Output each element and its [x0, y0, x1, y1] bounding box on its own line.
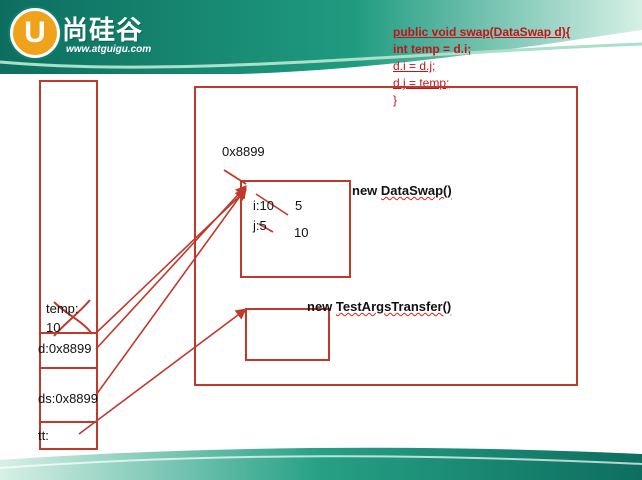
- strike-j: [258, 223, 274, 233]
- testargs-new-keyword: new: [307, 299, 333, 314]
- header-band: [0, 0, 642, 74]
- field-j-new: 10: [294, 225, 309, 240]
- stack-tt-label: tt:: [38, 428, 49, 443]
- dataswap-new-keyword: new: [352, 183, 378, 198]
- stack-frame: [39, 80, 98, 450]
- dataswap-object: [240, 180, 351, 278]
- arrow-d-to-object: [95, 185, 247, 350]
- stack-d-label: d:0x8899: [38, 341, 92, 356]
- testargs-title: new TestArgsTransfer(): [307, 299, 451, 314]
- logo-mark-icon: U: [10, 8, 60, 58]
- swap-method-code: public void swap(DataSwap d){ int temp =…: [393, 24, 570, 109]
- temp-cross-out: [53, 299, 93, 337]
- field-i-old: i:10: [253, 198, 274, 213]
- field-i-new: 5: [295, 198, 303, 213]
- code-line-2: int temp = d.i;: [393, 42, 472, 56]
- heap-address-label: 0x8899: [222, 144, 265, 159]
- address-tick: [223, 169, 247, 185]
- field-j-old: j:5: [253, 218, 267, 233]
- stack-temp-value: 10: [46, 320, 61, 335]
- dataswap-title: new DataSwap(): [352, 183, 452, 198]
- code-line-3: d.i = d.j;: [393, 59, 436, 73]
- code-line-5: }: [393, 93, 398, 107]
- dataswap-class-name: DataSwap(): [380, 183, 452, 198]
- arrow-ds-to-object: [95, 187, 247, 396]
- strike-i: [255, 193, 289, 216]
- logo-name: 尚硅谷: [62, 15, 144, 45]
- code-line-1: public void swap(DataSwap d){: [393, 25, 571, 39]
- brand-logo: U 尚硅谷 www.atguigu.com: [10, 8, 170, 64]
- logo-url: www.atguigu.com: [66, 44, 152, 55]
- footer-band: [0, 447, 642, 480]
- stack-ds-label: ds:0x8899: [38, 391, 98, 406]
- heap-area: [194, 86, 578, 386]
- testargs-object: [245, 308, 330, 361]
- stack-temp-label: temp:: [46, 301, 79, 316]
- testargs-class-name: TestArgsTransfer(): [335, 299, 452, 314]
- arrow-tt-to-testargs: [78, 308, 247, 435]
